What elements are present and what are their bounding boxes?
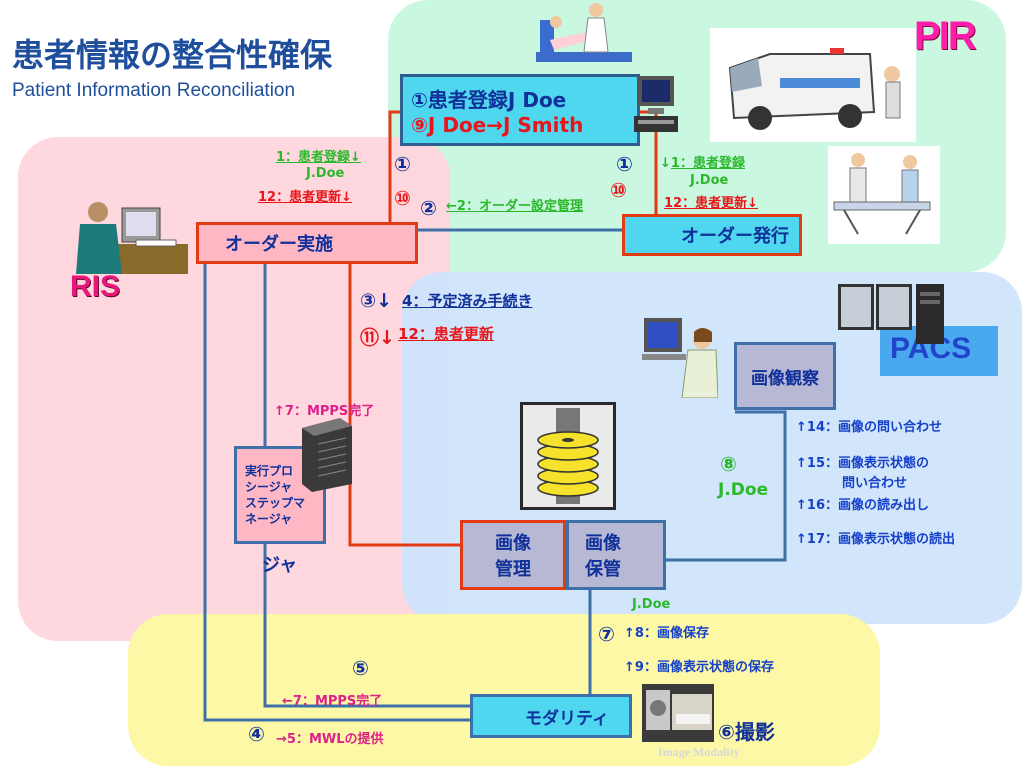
msg-12-mid-num: 12 [398, 325, 419, 343]
msg-12-left: 12：患者更新↓ [258, 186, 352, 205]
page-subtitle: Patient Information Reconciliation [12, 80, 296, 101]
order-execution-box[interactable]: オーダー実施 [196, 222, 418, 264]
image-disks-icon [520, 402, 616, 510]
msg-8: ↑8：画像保存 [624, 626, 709, 641]
page-title: 患者情報の整合性確保 [12, 36, 333, 74]
circle-7: ⑦ [598, 622, 615, 646]
mpps-line-4: ネージャ [245, 512, 293, 526]
registration-line2: ⑨J Doe→J Smith [411, 112, 584, 137]
circle-3: ③↓ [360, 290, 393, 312]
msg-12-mid-text: ：患者更新 [418, 325, 494, 343]
region-modality [128, 614, 880, 766]
image-modality-caption: Image Modality [658, 745, 740, 759]
msg-2-order-setting: ←2：オーダー設定管理 [446, 199, 583, 214]
mpps-line-2: シージャ [245, 480, 293, 494]
image-management-box[interactable]: 画像 管理 [460, 520, 566, 590]
msg-7-upper: ↑7：MPPS完了 [274, 404, 375, 419]
msg-5: →5：MWLの提供 [276, 732, 384, 747]
circle-8: ⑧ [720, 452, 737, 476]
image-storage-box[interactable]: 画像 保管 [566, 520, 666, 590]
msg-12-right-text: ：患者更新↓ [682, 196, 758, 211]
msg-1-right-name: J.Doe [690, 173, 729, 188]
circle-8-name: J.Doe [718, 480, 769, 500]
msg-7-lower: ←7：MPPS完了 [282, 694, 383, 709]
circle-11: ⑪↓ [360, 327, 395, 349]
msg-15-line2: 問い合わせ [842, 476, 908, 491]
nurse-patient-icon [536, 3, 632, 62]
msg-4-text: ：予定済み手続き [412, 292, 533, 310]
image-viewer-box[interactable]: 画像観察 [734, 342, 836, 410]
circle-10-left: ⑩ [394, 186, 411, 210]
stretcher-icon [828, 146, 940, 244]
msg-1-right-text: ：患者登録 [679, 156, 745, 171]
mpps-tail: ジャ [262, 555, 298, 576]
order-execution-label: オーダー実施 [225, 234, 333, 255]
msg-1-right: ↓1：患者登録 [660, 152, 745, 171]
msg-12-mid: 12：患者更新 [398, 323, 494, 344]
patient-registration-box[interactable]: ①患者登録J Doe ⑨J Doe→J Smith [400, 74, 640, 146]
circle-5: ⑤ [352, 656, 369, 680]
circle-6: ⑥撮影 [718, 720, 775, 744]
pir-label: PIR [914, 14, 977, 58]
msg-17: ↑17：画像表示状態の読出 [796, 532, 955, 547]
circle-10-right: ⑩ [610, 178, 627, 202]
circle-1-left: ① [394, 152, 411, 176]
msg-1-left-name: J.Doe [306, 166, 345, 181]
msg-12-left-num: 12 [258, 190, 277, 205]
ambulance-icon [710, 28, 916, 142]
image-viewer-label: 画像観察 [751, 368, 819, 389]
image-management-line2: 管理 [495, 559, 531, 580]
circle-4: ④ [248, 722, 265, 746]
radiologist-icon [76, 202, 188, 274]
circle-2: ② [420, 196, 437, 220]
image-storage-line1: 画像 [585, 533, 621, 554]
doctor-viewing-icon [642, 318, 718, 398]
computer-icon [634, 76, 678, 132]
msg-1-right-prefix: ↓ [660, 156, 671, 171]
order-issue-box[interactable]: オーダー発行 [622, 214, 802, 256]
msg-14: ↑14：画像の問い合わせ [796, 420, 942, 435]
registration-line1: ①患者登録J Doe [411, 87, 567, 112]
ris-label: RIS [70, 270, 121, 303]
mpps-line-3: ステップマ [245, 496, 306, 510]
msg-1-left-num: 1 [276, 150, 286, 165]
msg-12-right-num: 12 [664, 196, 683, 211]
jdoe-bottom: J.Doe [632, 597, 671, 612]
msg-1-left-text: ：患者登録↓ [285, 150, 361, 165]
msg-1-right-num: 1 [670, 156, 680, 171]
msg-12-left-text: ：患者更新↓ [276, 190, 352, 205]
region-ris [18, 137, 450, 641]
modality-box[interactable]: モダリティ [470, 694, 632, 738]
image-management-line1: 画像 [495, 533, 531, 554]
msg-16: ↑16：画像の読み出し [796, 498, 929, 513]
msg-4: 4：予定済み手続き [402, 290, 532, 311]
server-icon [302, 418, 352, 492]
circle-1-right: ① [616, 152, 633, 176]
mpps-line-1: 実行プロ [245, 464, 294, 478]
msg-1-left: 1：患者登録↓ [276, 146, 361, 165]
msg-4-num: 4 [402, 292, 413, 310]
modality-label: モダリティ [525, 708, 609, 729]
msg-9: ↑9：画像表示状態の保存 [624, 660, 774, 675]
workstation-icon [838, 284, 944, 344]
msg-12-right: 12：患者更新↓ [664, 192, 758, 211]
order-issue-label: オーダー発行 [681, 226, 789, 247]
msg-15-line1: ↑15：画像表示状態の [796, 456, 929, 471]
modality-machine-icon [642, 684, 714, 742]
image-storage-line2: 保管 [585, 559, 621, 580]
